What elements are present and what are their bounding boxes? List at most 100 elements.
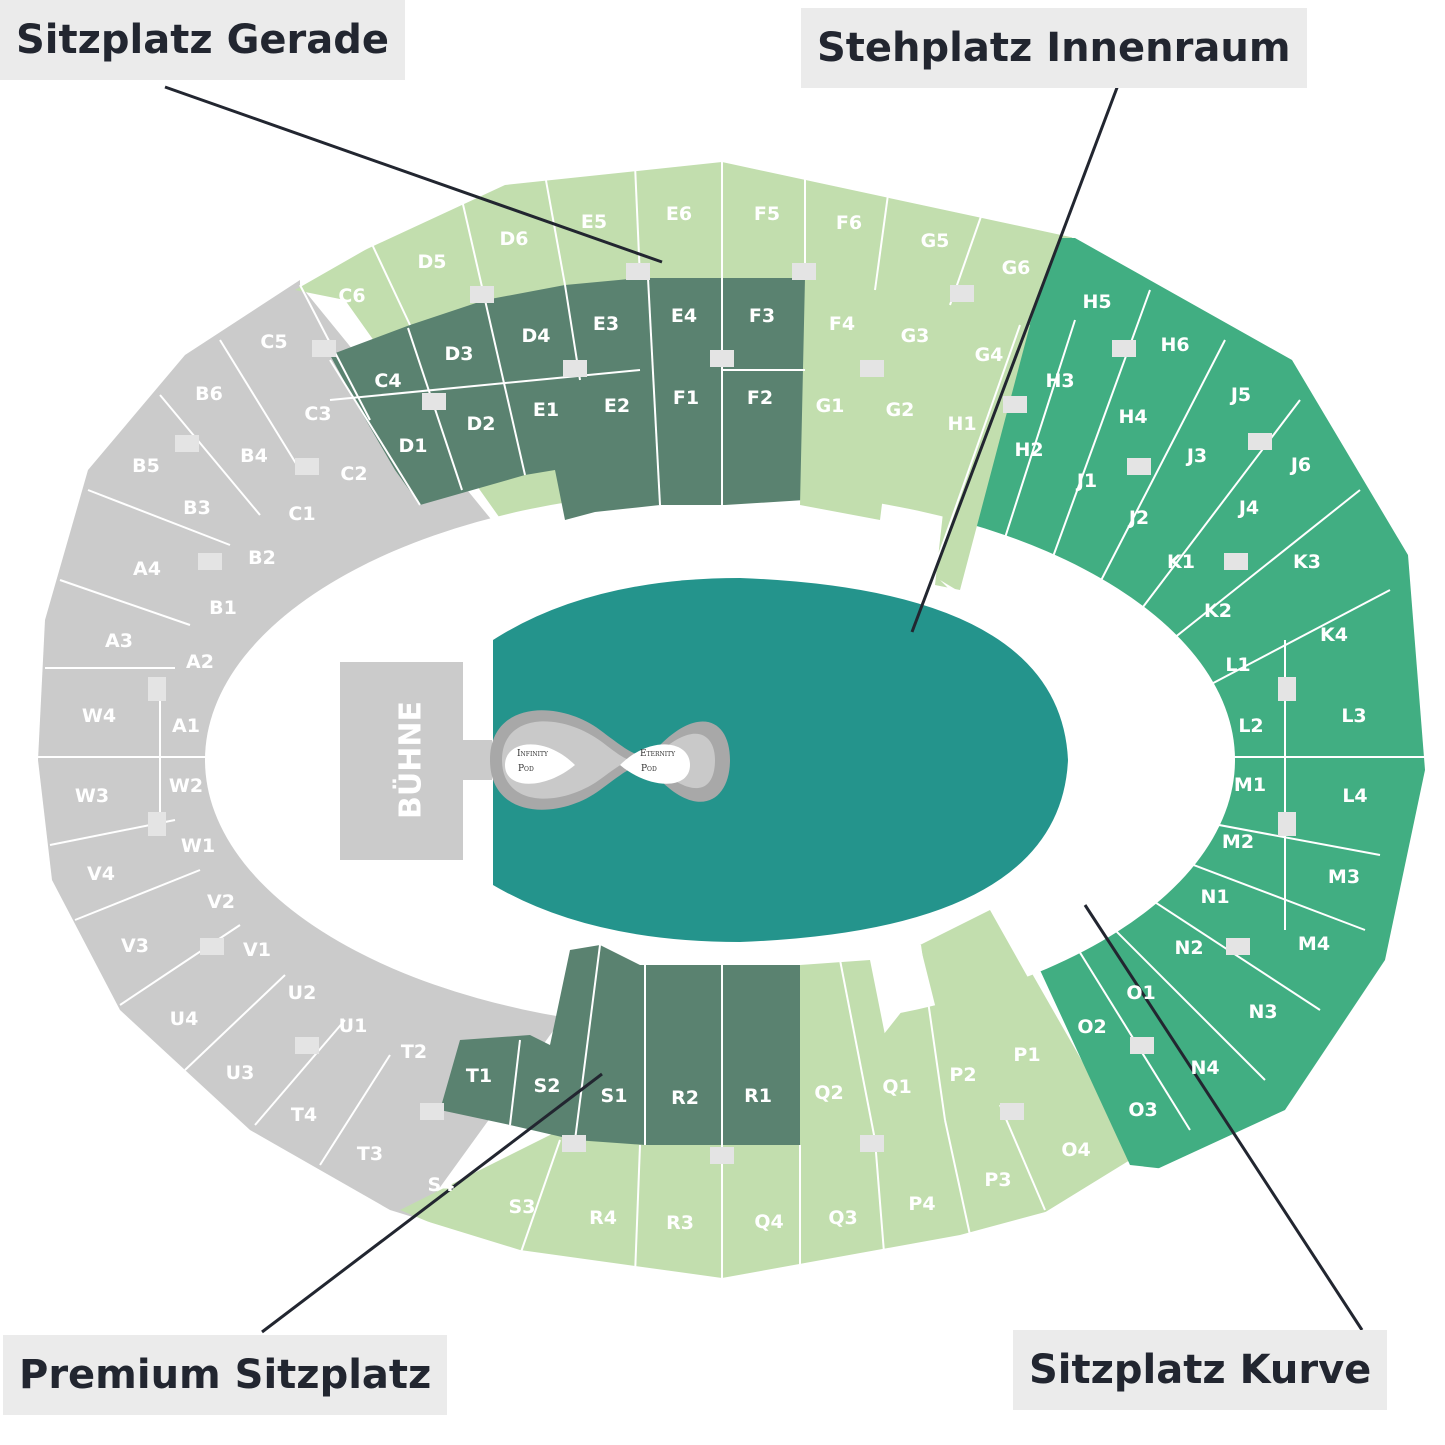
section-label-s4[interactable]: S4 bbox=[428, 1174, 455, 1196]
section-label-e4[interactable]: E4 bbox=[671, 305, 697, 327]
section-label-d2[interactable]: D2 bbox=[467, 413, 496, 435]
section-label-f3[interactable]: F3 bbox=[749, 305, 775, 327]
section-label-o2[interactable]: O2 bbox=[1077, 1016, 1106, 1038]
section-label-k3[interactable]: K3 bbox=[1293, 551, 1321, 573]
section-label-v2[interactable]: V2 bbox=[207, 891, 235, 913]
section-label-j2[interactable]: J2 bbox=[1127, 507, 1149, 529]
section-label-h3[interactable]: H3 bbox=[1045, 370, 1074, 392]
section-label-j6[interactable]: J6 bbox=[1289, 454, 1311, 476]
section-label-d5[interactable]: D5 bbox=[418, 251, 447, 273]
section-label-p3[interactable]: P3 bbox=[984, 1169, 1011, 1191]
section-label-w1[interactable]: W1 bbox=[181, 835, 215, 857]
section-label-w3[interactable]: W3 bbox=[75, 785, 109, 807]
section-label-k2[interactable]: K2 bbox=[1204, 600, 1232, 622]
section-label-l4[interactable]: L4 bbox=[1342, 785, 1367, 807]
section-label-t1[interactable]: T1 bbox=[466, 1065, 492, 1087]
section-label-v1[interactable]: V1 bbox=[243, 939, 271, 961]
section-label-h5[interactable]: H5 bbox=[1082, 291, 1111, 313]
section-label-b4[interactable]: B4 bbox=[240, 445, 268, 467]
section-label-v4[interactable]: V4 bbox=[87, 863, 115, 885]
section-label-r4[interactable]: R4 bbox=[589, 1207, 617, 1229]
section-label-j4[interactable]: J4 bbox=[1237, 497, 1259, 519]
section-label-u1[interactable]: U1 bbox=[339, 1015, 368, 1037]
section-label-j1[interactable]: J1 bbox=[1075, 470, 1097, 492]
section-label-d6[interactable]: D6 bbox=[500, 228, 529, 250]
section-label-p2[interactable]: P2 bbox=[949, 1064, 976, 1086]
section-label-n3[interactable]: N3 bbox=[1248, 1001, 1277, 1023]
section-label-g5[interactable]: G5 bbox=[921, 230, 950, 252]
section-label-c5[interactable]: C5 bbox=[260, 331, 287, 353]
section-label-t2[interactable]: T2 bbox=[401, 1041, 427, 1063]
section-label-j5[interactable]: J5 bbox=[1229, 384, 1251, 406]
section-label-b5[interactable]: B5 bbox=[132, 455, 160, 477]
section-label-p1[interactable]: P1 bbox=[1013, 1044, 1040, 1066]
section-label-h4[interactable]: H4 bbox=[1118, 406, 1147, 428]
section-label-f1[interactable]: F1 bbox=[673, 387, 699, 409]
section-label-p4[interactable]: P4 bbox=[908, 1193, 935, 1215]
section-label-a3[interactable]: A3 bbox=[105, 630, 133, 652]
section-label-n2[interactable]: N2 bbox=[1174, 937, 1203, 959]
section-label-m4[interactable]: M4 bbox=[1298, 933, 1330, 955]
section-label-f5[interactable]: F5 bbox=[754, 203, 780, 225]
section-label-o1[interactable]: O1 bbox=[1126, 982, 1155, 1004]
section-label-e1[interactable]: E1 bbox=[533, 399, 559, 421]
section-label-m1[interactable]: M1 bbox=[1234, 774, 1266, 796]
section-label-q4[interactable]: Q4 bbox=[754, 1211, 783, 1233]
section-label-u3[interactable]: U3 bbox=[226, 1062, 255, 1084]
section-label-d1[interactable]: D1 bbox=[399, 435, 428, 457]
section-label-k1[interactable]: K1 bbox=[1167, 551, 1195, 573]
section-label-j3[interactable]: J3 bbox=[1185, 445, 1207, 467]
section-label-e2[interactable]: E2 bbox=[604, 395, 630, 417]
section-label-f6[interactable]: F6 bbox=[836, 212, 862, 234]
section-label-d4[interactable]: D4 bbox=[522, 325, 551, 347]
section-label-c2[interactable]: C2 bbox=[340, 463, 367, 485]
section-label-k4[interactable]: K4 bbox=[1320, 624, 1348, 646]
section-label-l1[interactable]: L1 bbox=[1225, 654, 1250, 676]
section-label-m3[interactable]: M3 bbox=[1328, 866, 1360, 888]
section-label-h2[interactable]: H2 bbox=[1014, 439, 1043, 461]
section-label-f4[interactable]: F4 bbox=[829, 313, 855, 335]
section-label-e6[interactable]: E6 bbox=[666, 203, 692, 225]
section-label-c4[interactable]: C4 bbox=[374, 370, 401, 392]
section-label-m2[interactable]: M2 bbox=[1222, 831, 1254, 853]
section-label-g2[interactable]: G2 bbox=[886, 399, 915, 421]
section-label-v3[interactable]: V3 bbox=[121, 935, 149, 957]
section-label-a4[interactable]: A4 bbox=[133, 558, 161, 580]
section-label-g3[interactable]: G3 bbox=[901, 325, 930, 347]
section-label-b3[interactable]: B3 bbox=[183, 497, 211, 519]
section-label-r3[interactable]: R3 bbox=[666, 1212, 694, 1234]
section-label-c6[interactable]: C6 bbox=[338, 285, 365, 307]
section-label-b1[interactable]: B1 bbox=[209, 597, 237, 619]
section-label-o4[interactable]: O4 bbox=[1061, 1139, 1090, 1161]
section-label-d3[interactable]: D3 bbox=[445, 343, 474, 365]
section-label-u4[interactable]: U4 bbox=[170, 1008, 199, 1030]
section-label-l3[interactable]: L3 bbox=[1341, 705, 1366, 727]
section-label-q1[interactable]: Q1 bbox=[882, 1076, 911, 1098]
section-label-a1[interactable]: A1 bbox=[172, 715, 200, 737]
section-label-g4[interactable]: G4 bbox=[975, 344, 1004, 366]
section-label-o3[interactable]: O3 bbox=[1128, 1099, 1157, 1121]
section-label-c1[interactable]: C1 bbox=[288, 503, 315, 525]
section-label-t4[interactable]: T4 bbox=[291, 1104, 317, 1126]
section-label-h6[interactable]: H6 bbox=[1160, 334, 1189, 356]
section-label-q2[interactable]: Q2 bbox=[814, 1082, 843, 1104]
section-label-b2[interactable]: B2 bbox=[248, 547, 276, 569]
section-label-s3[interactable]: S3 bbox=[509, 1196, 536, 1218]
section-label-e5[interactable]: E5 bbox=[581, 211, 607, 233]
section-label-c3[interactable]: C3 bbox=[304, 403, 331, 425]
section-label-s2[interactable]: S2 bbox=[534, 1075, 561, 1097]
section-label-u2[interactable]: U2 bbox=[288, 982, 317, 1004]
section-label-h1[interactable]: H1 bbox=[947, 413, 976, 435]
section-label-f2[interactable]: F2 bbox=[747, 387, 773, 409]
section-label-g6[interactable]: G6 bbox=[1002, 257, 1031, 279]
section-label-n1[interactable]: N1 bbox=[1200, 886, 1229, 908]
section-label-r1[interactable]: R1 bbox=[744, 1085, 772, 1107]
section-label-q3[interactable]: Q3 bbox=[828, 1207, 857, 1229]
section-label-e3[interactable]: E3 bbox=[593, 313, 619, 335]
section-label-a2[interactable]: A2 bbox=[186, 651, 214, 673]
section-label-t3[interactable]: T3 bbox=[357, 1143, 383, 1165]
section-label-l2[interactable]: L2 bbox=[1238, 715, 1263, 737]
section-label-w2[interactable]: W2 bbox=[169, 775, 203, 797]
section-label-w4[interactable]: W4 bbox=[82, 705, 116, 727]
section-label-g1[interactable]: G1 bbox=[816, 395, 845, 417]
